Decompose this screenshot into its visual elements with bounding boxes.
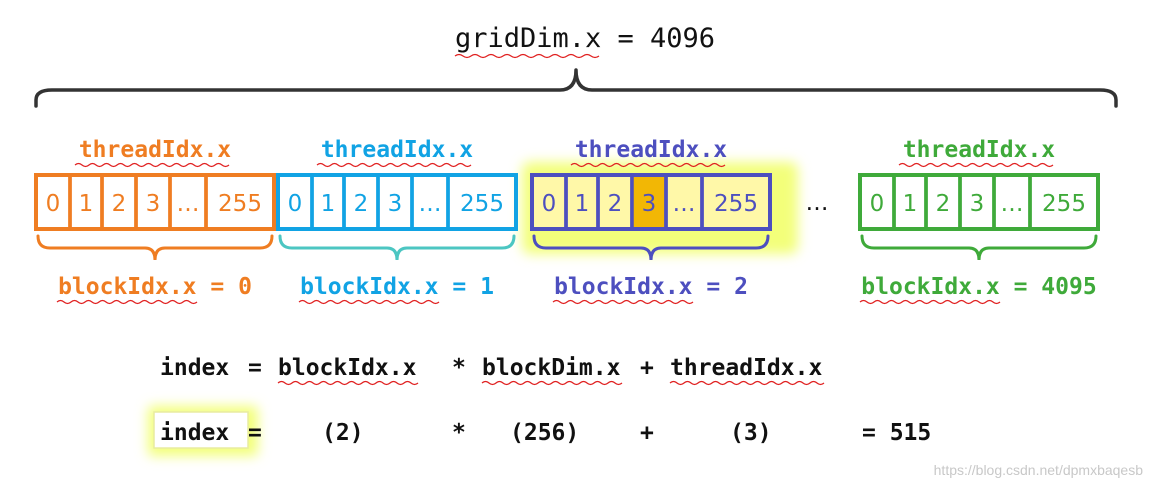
formula-threadidx-squiggle [669,380,825,386]
thread-cell-label: 255 [460,191,504,217]
thread-label-squiggle-3 [898,162,1054,168]
thread-cell-label: 1 [903,191,918,217]
block-label-squiggle-1 [298,299,440,305]
grid-dim-var: gridDim.x [455,23,601,54]
watermark: https://blog.csdn.net/dpmxbaqesb [934,462,1144,478]
thread-label-0: threadIdx.x [79,137,231,163]
thread-label-2: threadIdx.x [575,137,727,163]
formula-multiply: * [452,355,466,381]
formula-equals: = [248,355,262,381]
grid-brace [34,68,1118,108]
block-brace-0 [36,234,274,261]
thread-cell-label: 3 [146,191,161,217]
thread-cell-label: 2 [112,191,127,217]
block-border-0 [34,173,276,231]
block-border-1 [276,173,518,231]
thread-cell-label: 1 [321,191,336,217]
example-block-value: (2) [322,420,364,446]
thread-label-squiggle-0 [74,162,230,168]
block-border-2 [530,173,772,231]
block-label-1: blockIdx.x = 1 [300,274,494,300]
formula-blockdim: blockDim.x [482,355,621,381]
highlighted-thread-cell-label: 3 [642,191,657,217]
formula-threadidx: threadIdx.x [670,355,822,381]
block-brace-2 [532,234,770,261]
block-brace-1 [278,234,516,261]
block-label-squiggle-2 [552,299,694,305]
thread-cell-label: 2 [608,191,623,217]
thread-cell-label: 1 [575,191,590,217]
example-index-box [153,411,249,449]
example-result: = 515 [862,420,931,446]
blocks-ellipsis: … [806,190,829,216]
thread-cell-label: 255 [1042,191,1086,217]
thread-cell-label: … [177,191,200,217]
thread-cell-label: 0 [288,191,303,217]
example-plus: + [640,420,654,446]
grid-dim-label: gridDim.x = 4096 [455,23,715,54]
formula-line: index = blockIdx.x * blockDim.x + thread… [160,355,822,381]
example-index: index [160,420,229,446]
example-dim-value: (256) [510,420,579,446]
formula-blockidx: blockIdx.x [278,355,417,381]
block-label-0: blockIdx.x = 0 [58,274,252,300]
example-thread-value: (3) [730,420,772,446]
thread-cell-label: 3 [970,191,985,217]
thread-cell-label: 255 [218,191,262,217]
grid-dim-value: = 4096 [601,23,715,54]
thread-label-1: threadIdx.x [321,137,473,163]
thread-label-3: threadIdx.x [903,137,1055,163]
example-line: index = (2) * (256) + (3) = 515 [160,420,931,446]
example-equals: = [248,420,262,446]
formula-plus: + [640,355,654,381]
thread-label-squiggle-1 [316,162,472,168]
grid-dim-squiggle [454,53,600,59]
thread-label-squiggle-2 [570,162,726,168]
thread-cell-label: 2 [354,191,369,217]
block-border-3 [858,173,1100,231]
block-label-3: blockIdx.x = 4095 [861,274,1096,300]
thread-cell-label: 0 [542,191,557,217]
thread-cell-label: 255 [714,191,758,217]
block-label-squiggle-0 [56,299,198,305]
thread-cell-label: 2 [936,191,951,217]
formula-index: index [160,355,229,381]
thread-cell-label: … [673,191,696,217]
thread-cell-label: … [419,191,442,217]
block-label-2: blockIdx.x = 2 [554,274,748,300]
formula-blockdim-squiggle [481,380,623,386]
thread-cell-label: 3 [388,191,403,217]
example-multiply: * [452,420,466,446]
formula-blockidx-squiggle [277,380,419,386]
block-label-squiggle-3 [859,299,1001,305]
thread-cell-label: 0 [870,191,885,217]
thread-cell-label: 1 [79,191,94,217]
thread-cell-label: … [1001,191,1024,217]
block-brace-3 [860,234,1098,261]
thread-cell-label: 0 [46,191,61,217]
